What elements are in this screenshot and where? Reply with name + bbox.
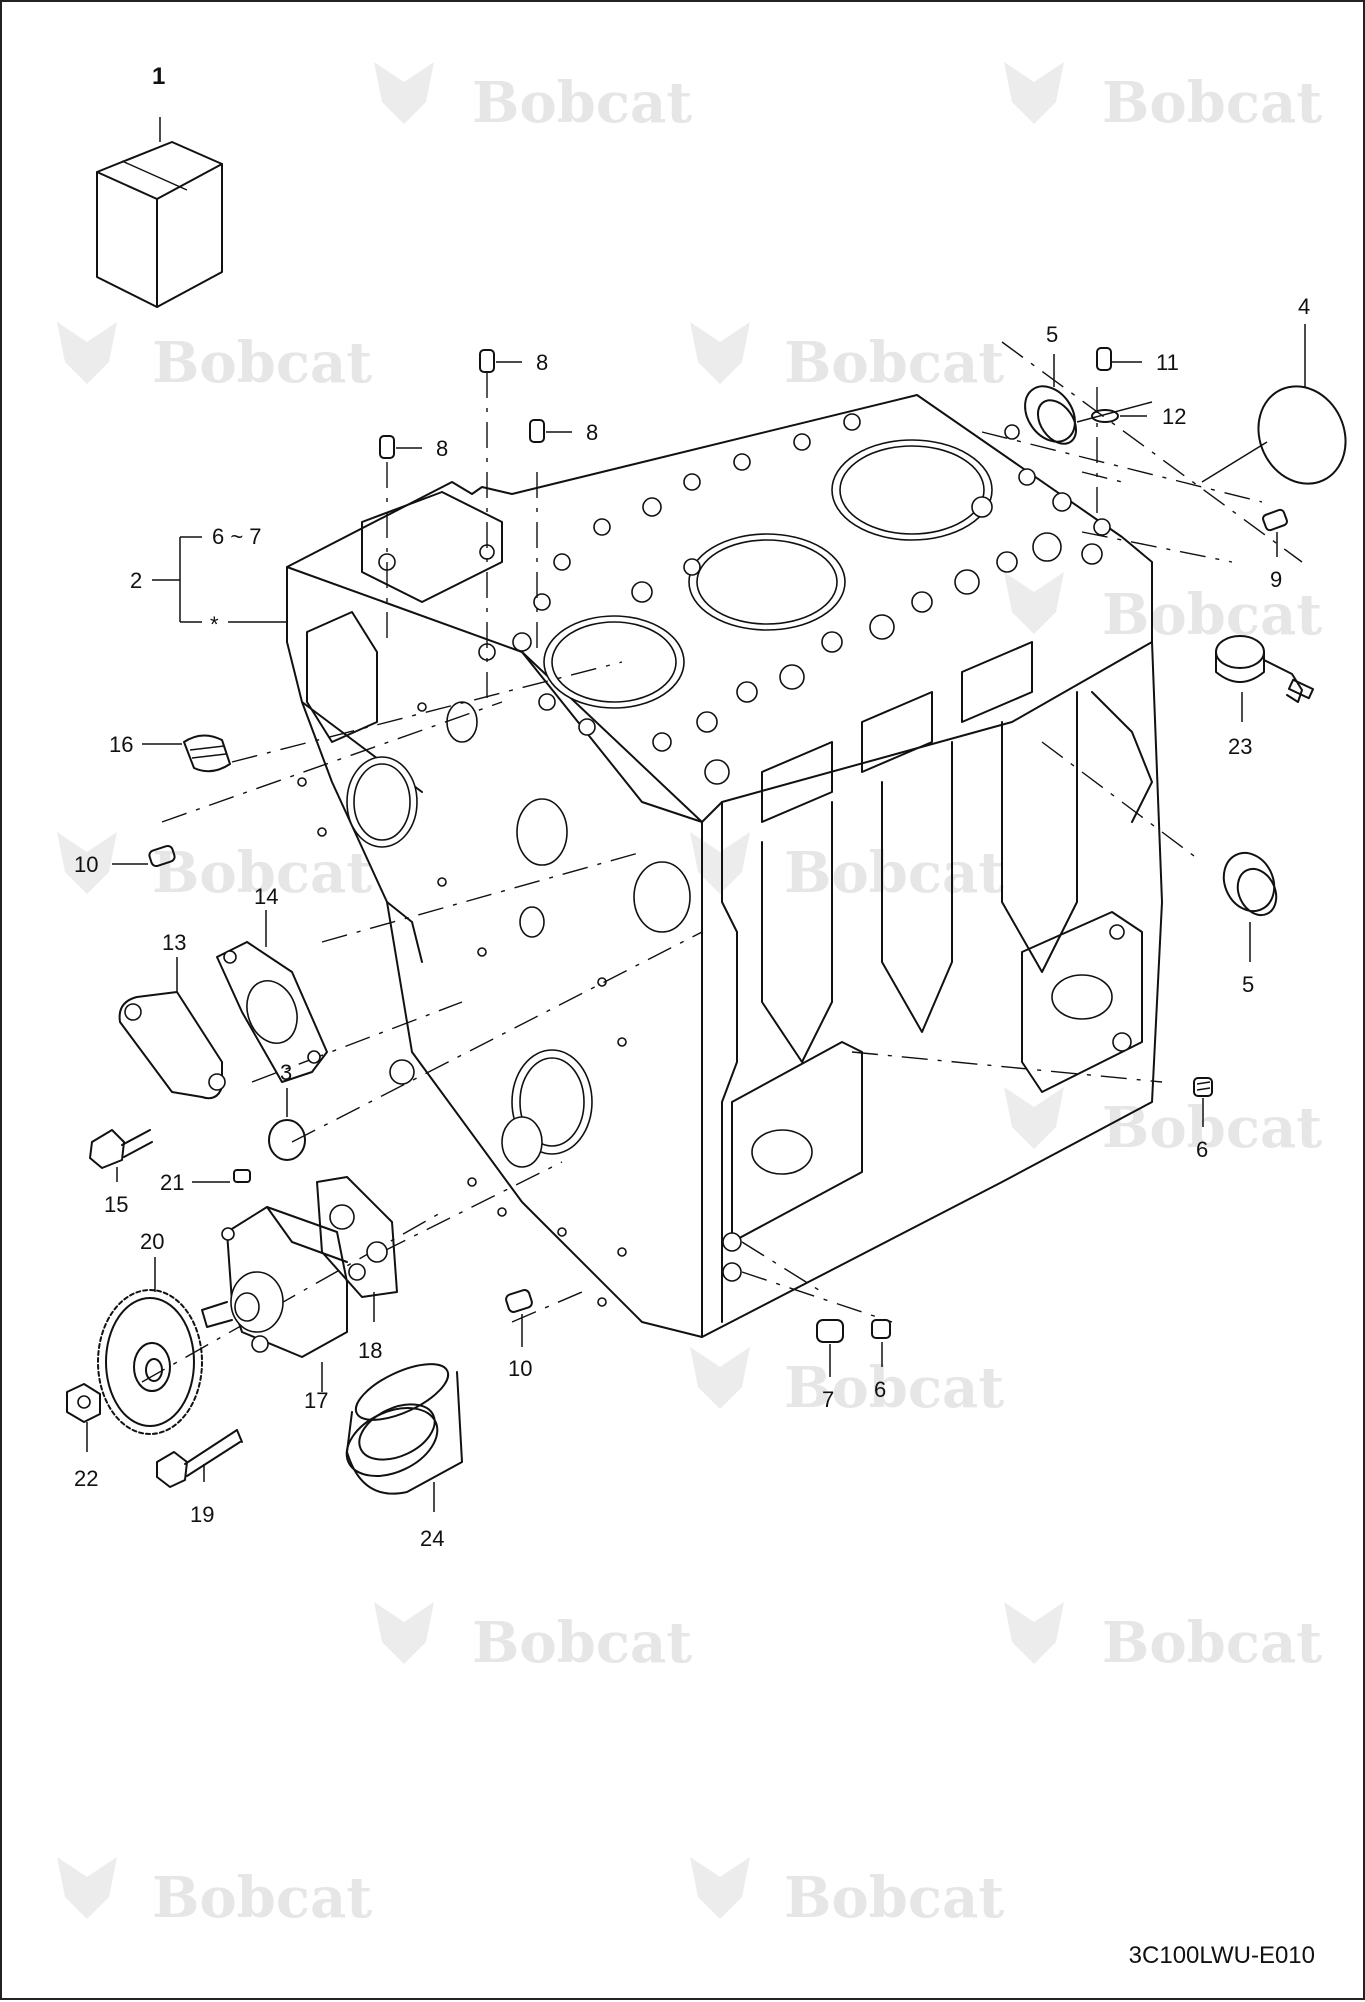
bushing-pin-icon: [148, 844, 176, 868]
plug-icon: [1193, 1077, 1213, 1097]
sealing-plug-icon: [268, 1119, 306, 1161]
pump-gasket-icon: [316, 1176, 398, 1298]
callout-7: 7: [822, 1387, 834, 1412]
callout-13: 13: [162, 930, 186, 955]
flange-nut-icon: [66, 1383, 101, 1423]
kit-box-icon: [96, 141, 223, 308]
callout-18: 18: [358, 1338, 382, 1363]
watermark-text: Bobcat: [1102, 582, 1322, 648]
callout-15: 15: [104, 1192, 128, 1217]
watermark-logo-icon: Bobcat: [57, 832, 372, 906]
watermark-layer: Bobcat Bobcat Bobcat Bobcat Bobcat Bobca…: [57, 62, 1322, 1931]
watermark-logo-icon: Bobcat: [690, 1857, 1004, 1931]
watermark-text: Bobcat: [1102, 1095, 1322, 1161]
dowel-pin-icon: [529, 419, 545, 443]
dowel-pin-icon: [479, 349, 495, 373]
callout-5: 5: [1242, 972, 1254, 997]
callout-star: *: [210, 612, 219, 637]
callout-9: 9: [1270, 567, 1282, 592]
callout-14: 14: [254, 884, 278, 909]
watermark-logo-icon: Bobcat: [57, 322, 372, 396]
bushing-pin-icon: [505, 1289, 533, 1313]
watermark-text: Bobcat: [152, 840, 372, 906]
cover-plate-icon: [1257, 385, 1347, 485]
idle-gear-icon: [97, 1289, 203, 1435]
watermark-logo-icon: Bobcat: [690, 1347, 1004, 1421]
watermark-text: Bobcat: [784, 330, 1004, 396]
callout-2: 2: [130, 568, 142, 593]
watermark-logo-icon: Bobcat: [374, 62, 692, 136]
assembly-center-lines: [141, 341, 1303, 1383]
plug-icon: [871, 1319, 891, 1339]
callout-3: 3: [280, 1060, 292, 1085]
cover-icon: [118, 991, 226, 1100]
callout-1: 1: [152, 63, 165, 90]
bolt-icon: [89, 1129, 153, 1169]
cylinder-block-icon: [286, 394, 1163, 1338]
watermark-logo-icon: Bobcat: [57, 1857, 372, 1931]
diagram-code: 3C100LWU-E010: [1128, 1942, 1315, 1969]
callout-6: 6: [874, 1377, 886, 1402]
plug-icon: [1262, 508, 1288, 532]
watermark-text: Bobcat: [1102, 1610, 1322, 1676]
callout-6: 6: [1196, 1137, 1208, 1162]
plug-icon: [816, 1319, 844, 1343]
callout-22: 22: [74, 1466, 98, 1491]
callout-19: 19: [190, 1502, 214, 1527]
callout-20: 20: [140, 1229, 164, 1254]
callout-6-7: 6 ~ 7: [212, 524, 262, 549]
callout-bracket: [152, 536, 287, 623]
watermark-text: Bobcat: [472, 70, 692, 136]
callout-23: 23: [1228, 734, 1252, 759]
threaded-plug-icon: [183, 734, 231, 773]
oil-pressure-switch-icon: [1215, 635, 1315, 703]
callout-8: 8: [536, 350, 548, 375]
watermark-logo-icon: Bobcat: [690, 832, 1004, 906]
watermark-text: Bobcat: [1102, 70, 1322, 136]
callout-10: 10: [508, 1356, 532, 1381]
callout-4: 4: [1298, 294, 1310, 319]
watermark-text: Bobcat: [784, 1865, 1004, 1931]
watermark-text: Bobcat: [784, 840, 1004, 906]
callout-24: 24: [420, 1526, 444, 1551]
callout-16: 16: [109, 732, 133, 757]
oil-seal-icon: [1222, 851, 1278, 917]
callout-21: 21: [160, 1170, 184, 1195]
callout-8: 8: [586, 420, 598, 445]
watermark-text: Bobcat: [152, 1865, 372, 1931]
long-bolt-icon: [156, 1429, 243, 1488]
callout-11: 11: [1156, 350, 1179, 375]
callout-12: 12: [1162, 404, 1186, 429]
watermark-text: Bobcat: [152, 330, 372, 396]
watermark-logo-icon: Bobcat: [1004, 1087, 1322, 1161]
dowel-pin-icon: [379, 435, 395, 459]
watermark-text: Bobcat: [784, 1355, 1004, 1421]
o-ring-icon: [1091, 409, 1119, 423]
watermark-logo-icon: Bobcat: [1004, 572, 1322, 648]
crankshaft-bushing-icon: [345, 1363, 463, 1495]
key-icon: [233, 1169, 251, 1183]
callout-5: 5: [1046, 322, 1058, 347]
watermark-logo-icon: Bobcat: [374, 1602, 692, 1676]
oil-seal-icon: [1024, 385, 1078, 445]
watermark-logo-icon: Bobcat: [1004, 1602, 1322, 1676]
watermark-logo-icon: Bobcat: [690, 322, 1004, 396]
pin-icon: [1096, 347, 1112, 371]
callout-10: 10: [74, 852, 98, 877]
gasket-icon: [216, 941, 328, 1083]
watermark-logo-icon: Bobcat: [1004, 62, 1322, 136]
callout-8: 8: [436, 436, 448, 461]
callout-17: 17: [304, 1388, 328, 1413]
oil-pump-icon: [201, 1206, 348, 1358]
watermark-text: Bobcat: [472, 1610, 692, 1676]
